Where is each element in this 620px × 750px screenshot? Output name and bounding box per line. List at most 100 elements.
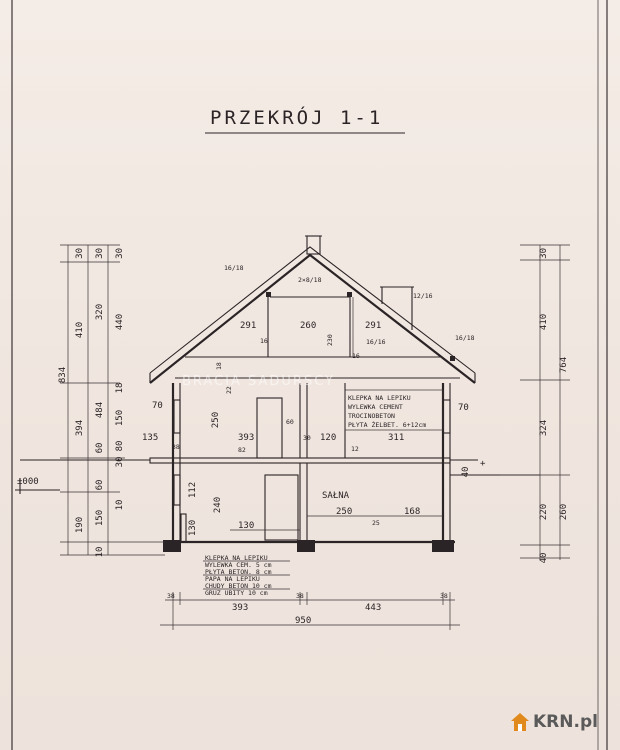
roof-dim-height: 230 [326, 334, 334, 346]
plus-mark: + [480, 459, 486, 469]
dim-130-horiz: 130 [238, 521, 254, 531]
dim-eave-left: 70 [152, 401, 163, 411]
dim-135: 135 [142, 433, 158, 443]
dim-left-inner-2: 440 [115, 314, 125, 330]
dim-38: 38 [172, 443, 180, 451]
floor-spec-line-2: WYLEWKA CEMENT [348, 403, 403, 411]
dim-eave-right: 70 [458, 403, 469, 413]
ground-spec-line-6: GRUZ UBITY 10 cm [205, 589, 268, 597]
dim-168: 168 [404, 507, 420, 517]
ground-spec: KLEPKA NA LEPIKU WYLEWKA CEM. 5 cm PŁYTA… [203, 554, 290, 597]
ground-spec-line-2: WYLEWKA CEM. 5 cm [205, 561, 272, 569]
dim-right-outer-3: 324 [539, 420, 549, 436]
dim-25: 25 [372, 519, 380, 527]
right-foundation [432, 540, 454, 552]
chimney [305, 235, 414, 330]
dim-left-mid-3: 484 [95, 402, 105, 418]
dim-right-outer-4: 220 [539, 504, 549, 520]
floor-spec-line-3: TROCINOBETON [348, 412, 395, 420]
bottom-dim-4: 443 [365, 603, 381, 613]
dim-left-inner-4: 150 [115, 410, 125, 426]
dim-left-outer-4: 190 [75, 517, 85, 533]
dim-upper-room-right: 311 [388, 433, 404, 443]
dim-left-small-2: 60 [95, 443, 105, 454]
dim-left-inner-5: 30 [115, 457, 125, 468]
dim-upper-room-left: 393 [238, 433, 254, 443]
roof-dim-span-mid: 260 [300, 321, 316, 331]
left-window-upper [173, 399, 181, 434]
floor-spec-line-4: PŁYTA ŻELBET. 6+12cm [348, 420, 426, 429]
dim-82: 82 [238, 446, 246, 454]
roof-dim-chimney: 12/16 [413, 292, 433, 300]
krn-logo: KRN.pl [510, 707, 615, 737]
dim-right-mid-1: 764 [559, 357, 569, 373]
dim-right-outer-2: 410 [539, 314, 549, 330]
roof-dim-span-left: 291 [240, 321, 256, 331]
roof-dim-post-right: 16/16 [366, 338, 386, 346]
bottom-dim-2: 393 [232, 603, 248, 613]
dim-left-inner-3: 18 [115, 383, 125, 394]
dim-12: 12 [351, 445, 359, 453]
dim-left-small-1: 60 [95, 480, 105, 491]
bottom-dim-3: 38 [296, 592, 304, 600]
level-label: ±000 [17, 477, 39, 487]
left-foundation [163, 540, 181, 552]
roof-dim-collar: 2×8/18 [298, 276, 322, 284]
dim-22: 22 [225, 386, 233, 394]
roof-dim-rafter-left: 16/18 [224, 264, 244, 272]
bottom-dimension-lines [160, 592, 460, 630]
watermark: BRACIA SADURSCY [182, 374, 335, 389]
bottom-dim-1: 38 [167, 592, 175, 600]
dim-right-outer-1: 30 [539, 248, 549, 259]
total-width: 950 [295, 616, 311, 626]
dim-left-inner-6: 80 [115, 441, 125, 452]
dim-upper-height: 250 [211, 412, 221, 428]
dim-112: 112 [188, 482, 198, 498]
floor-spec-box [344, 389, 444, 431]
roof-dim-small: 16 [352, 352, 360, 360]
logo-text: KRN.pl [533, 712, 598, 732]
house-icon [511, 713, 529, 731]
dim-left-outer-1: 30 [75, 248, 85, 259]
dim-18: 18 [215, 362, 223, 370]
dim-wall-30: 30 [303, 434, 311, 442]
lower-left-window-sill [180, 513, 187, 543]
upper-door [256, 397, 283, 459]
dim-240: 240 [213, 497, 223, 513]
dim-right-mid-2: 260 [559, 504, 569, 520]
roof-dim-rafter-right: 16/18 [455, 334, 475, 342]
dim-door-width: 60 [286, 418, 294, 426]
dim-right-step: 40 [461, 467, 471, 478]
dim-left-outer-3: 394 [75, 420, 85, 436]
dim-left-inner-1: 30 [115, 248, 125, 259]
right-dimension-lines [500, 244, 570, 560]
roof [149, 246, 476, 384]
dim-left-total: 834 [58, 367, 68, 383]
ceiling-slab [149, 457, 451, 464]
ground-spec-line-1: KLEPKA NA LEPIKU [205, 554, 268, 562]
bottom-dim-5: 38 [440, 592, 448, 600]
ground-spec-line-5: CHUDY BETON 10 cm [205, 582, 272, 590]
drawing-title: PRZEKRÓJ 1-1 [210, 105, 383, 129]
dim-upper-middle: 120 [320, 433, 336, 443]
ground-spec-line-3: PŁYTA BETON. 8 cm [205, 568, 272, 576]
floor-spec-line-1: KLEPKA NA LEPIKU [348, 394, 411, 402]
dim-left-mid-2: 320 [95, 304, 105, 320]
roof-dim-span-right: 291 [365, 321, 381, 331]
room-label: SAŁNA [322, 491, 350, 501]
dim-left-mid-1: 30 [95, 248, 105, 259]
dim-left-mid-4: 150 [95, 510, 105, 526]
left-dimension-lines [60, 244, 165, 556]
dim-right-outer-5: 40 [539, 553, 549, 564]
ground-spec-line-4: PAPA NA LEPIKU [205, 575, 260, 583]
dim-130-vert: 130 [188, 520, 198, 536]
middle-foundation [297, 540, 315, 552]
roof-dim-post-left: 16 [260, 337, 268, 345]
dim-left-inner-7: 10 [115, 500, 125, 511]
lower-door [264, 474, 299, 541]
left-window-lower [173, 474, 181, 506]
dim-250: 250 [336, 507, 352, 517]
dim-left-small-3: 10 [95, 547, 105, 558]
